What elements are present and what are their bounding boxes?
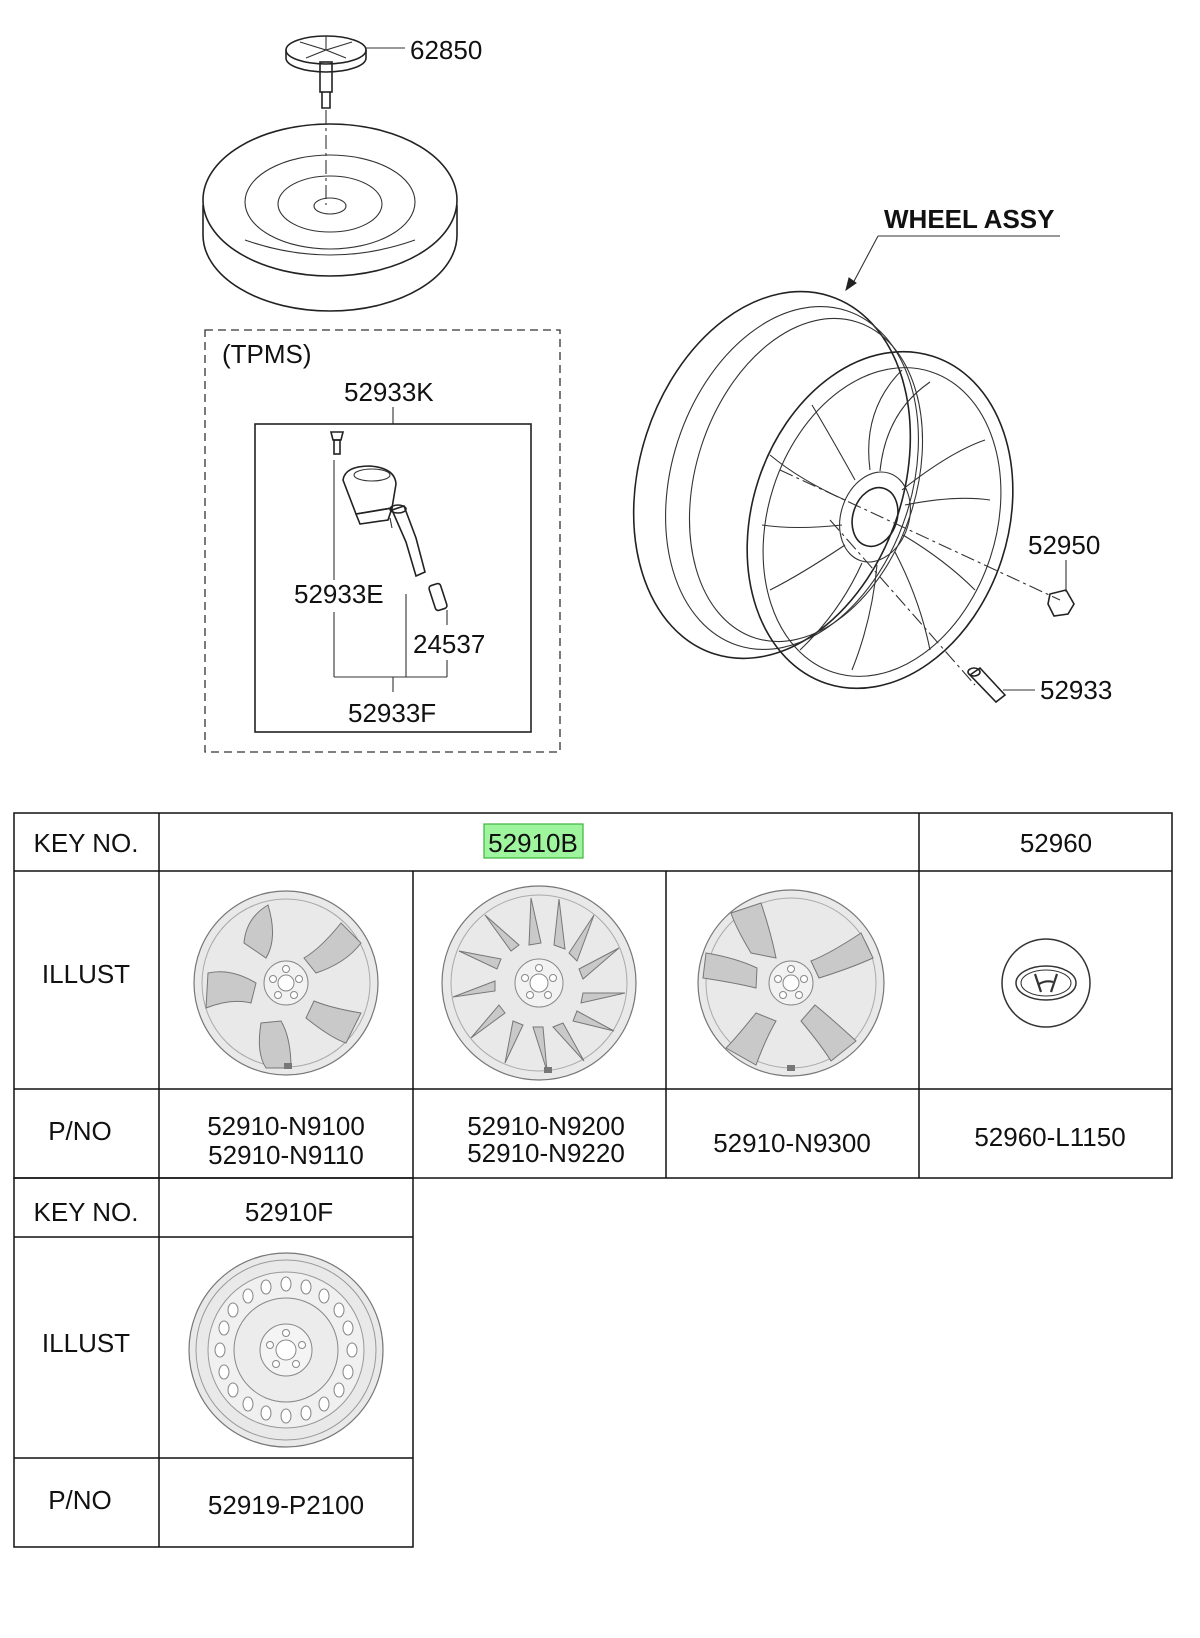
tpms-valve-part-number[interactable]: 24537 [413, 629, 485, 659]
tpms-group: (TPMS) 52933K 52933E 24537 [204, 329, 561, 753]
key-highlight [483, 823, 584, 859]
tpms-sensor-part-number[interactable]: 52933E [294, 579, 384, 609]
cap-part-number[interactable]: 62850 [410, 35, 482, 65]
alloy-wheel-5-spoke-icon [193, 890, 379, 1076]
table1-pno-1a[interactable]: 52910-N9100 [207, 1111, 365, 1141]
parts-table-1: KEY NO. ILLUST P/NO 52910B 52960 [13, 812, 1173, 1179]
table1-pno-3[interactable]: 52910-N9300 [713, 1128, 871, 1158]
table2-pno-spare[interactable]: 52919-P2100 [208, 1490, 364, 1520]
valve-stem-part-number[interactable]: 52933 [1040, 675, 1112, 705]
lug-nut-icon [1047, 589, 1075, 617]
table1-pno-2b[interactable]: 52910-N9220 [467, 1138, 625, 1168]
table1-key-cap[interactable]: 52960 [1020, 828, 1092, 858]
alloy-wheel-multi-spoke-icon [441, 885, 637, 1081]
table2-key-label: KEY NO. [33, 1197, 138, 1227]
tpms-assy-part-number[interactable]: 52933F [348, 698, 436, 728]
table1-key-label: KEY NO. [33, 828, 138, 858]
table1-pno-1b[interactable]: 52910-N9110 [208, 1140, 364, 1170]
table1-illust-label: ILLUST [42, 959, 130, 989]
tpms-valve-icon [389, 504, 448, 612]
tpms-label: (TPMS) [222, 339, 312, 369]
table2-key-spare[interactable]: 52910F [245, 1197, 333, 1227]
table2-illust-label: ILLUST [42, 1328, 130, 1358]
wheel-assy-group: WHEEL ASSY [632, 204, 1112, 705]
alloy-wheel-blade-icon [697, 889, 885, 1077]
table1-key-main[interactable]: 52910B [488, 828, 578, 858]
table1-pno-label: P/NO [48, 1116, 112, 1146]
lug-nut-part-number[interactable]: 52950 [1028, 530, 1100, 560]
parts-table-2: KEY NO. ILLUST P/NO 52910F [13, 1177, 414, 1548]
table1-pno-4[interactable]: 52960-L1150 [974, 1122, 1125, 1152]
tpms-kit-part-number[interactable]: 52933K [344, 377, 434, 407]
table1-pno-2a[interactable]: 52910-N9200 [467, 1111, 625, 1141]
wheel-assy-icon [632, 290, 1061, 690]
wheel-assy-label: WHEEL ASSY [884, 204, 1054, 234]
spare-tire-drawing: 62850 [202, 35, 482, 312]
table2-pno-label: P/NO [48, 1485, 112, 1515]
hyundai-center-cap-icon [1001, 938, 1091, 1028]
valve-stem-icon [967, 666, 1007, 704]
tpms-screw-icon [329, 431, 345, 455]
spare-tire-cap-icon [285, 35, 405, 109]
tpms-sensor-icon [342, 465, 397, 525]
steel-spare-wheel-icon [188, 1252, 384, 1448]
spare-tire-icon [202, 123, 458, 312]
